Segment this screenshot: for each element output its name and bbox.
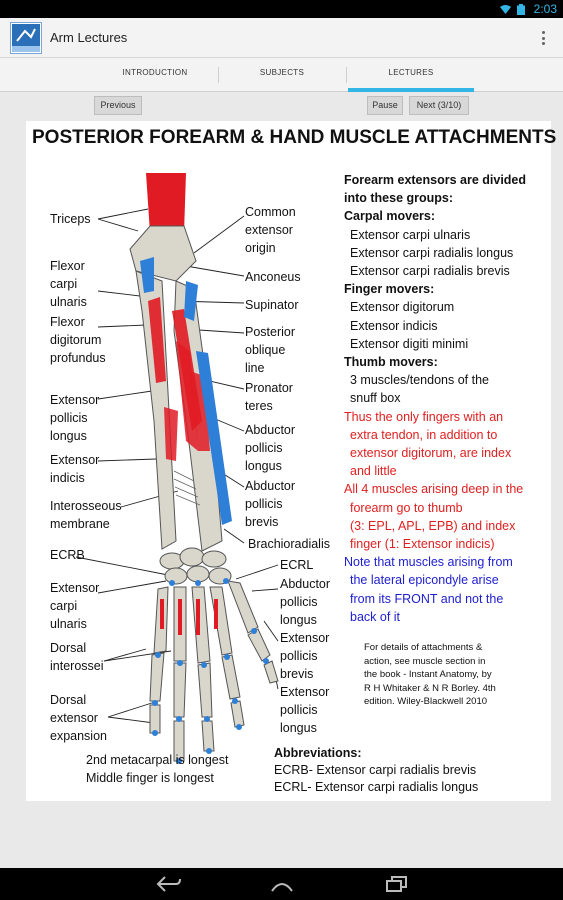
- abbreviations: Abbreviations: ECRB- Extensor carpi radi…: [274, 746, 479, 794]
- recent-apps-icon[interactable]: [384, 875, 410, 898]
- next-button[interactable]: Next (3/10): [409, 96, 469, 115]
- notes-panel: Forearm extensors are divided into these…: [344, 173, 527, 624]
- clock: 2:03: [533, 2, 557, 16]
- battery-icon: [516, 3, 528, 15]
- previous-button[interactable]: Previous: [94, 96, 142, 115]
- label-supinator: Supinator: [245, 298, 299, 312]
- pause-button[interactable]: Pause: [367, 96, 403, 115]
- wifi-icon: [499, 4, 511, 15]
- label-triceps: Triceps: [50, 212, 91, 226]
- label-anconeus: Anconeus: [245, 270, 301, 284]
- tab-lectures[interactable]: LECTURES: [348, 58, 474, 92]
- tab-divider: [218, 67, 219, 83]
- tab-introduction[interactable]: INTRODUCTION: [122, 68, 188, 77]
- bottom-notes: 2nd metacarpal is longest Middle finger …: [86, 753, 229, 785]
- reference-note: For details of attachments & action, see…: [364, 642, 496, 707]
- status-bar: 2:03: [0, 0, 563, 18]
- label-ecrl: ECRL: [280, 558, 314, 572]
- app-logo-icon[interactable]: [10, 22, 42, 54]
- tab-subjects[interactable]: SUBJECTS: [259, 68, 305, 77]
- overflow-menu-icon[interactable]: [533, 28, 553, 48]
- back-icon[interactable]: [156, 875, 182, 898]
- slide-title: POSTERIOR FOREARM & HAND MUSCLE ATTACHME…: [32, 127, 557, 148]
- system-nav-bar: [0, 868, 563, 900]
- app-title: Arm Lectures: [50, 30, 128, 45]
- lecture-slide: POSTERIOR FOREARM & HAND MUSCLE ATTACHME…: [26, 121, 556, 801]
- tab-bar: INTRODUCTION SUBJECTS LECTURES: [0, 58, 563, 92]
- action-bar: Arm Lectures: [0, 18, 563, 58]
- label-brachioradialis: Brachioradialis: [248, 537, 330, 551]
- label-ecrb: ECRB: [50, 548, 85, 562]
- tab-divider: [346, 67, 347, 83]
- forearm-hand-illustration: [75, 173, 279, 764]
- home-icon[interactable]: [268, 875, 296, 898]
